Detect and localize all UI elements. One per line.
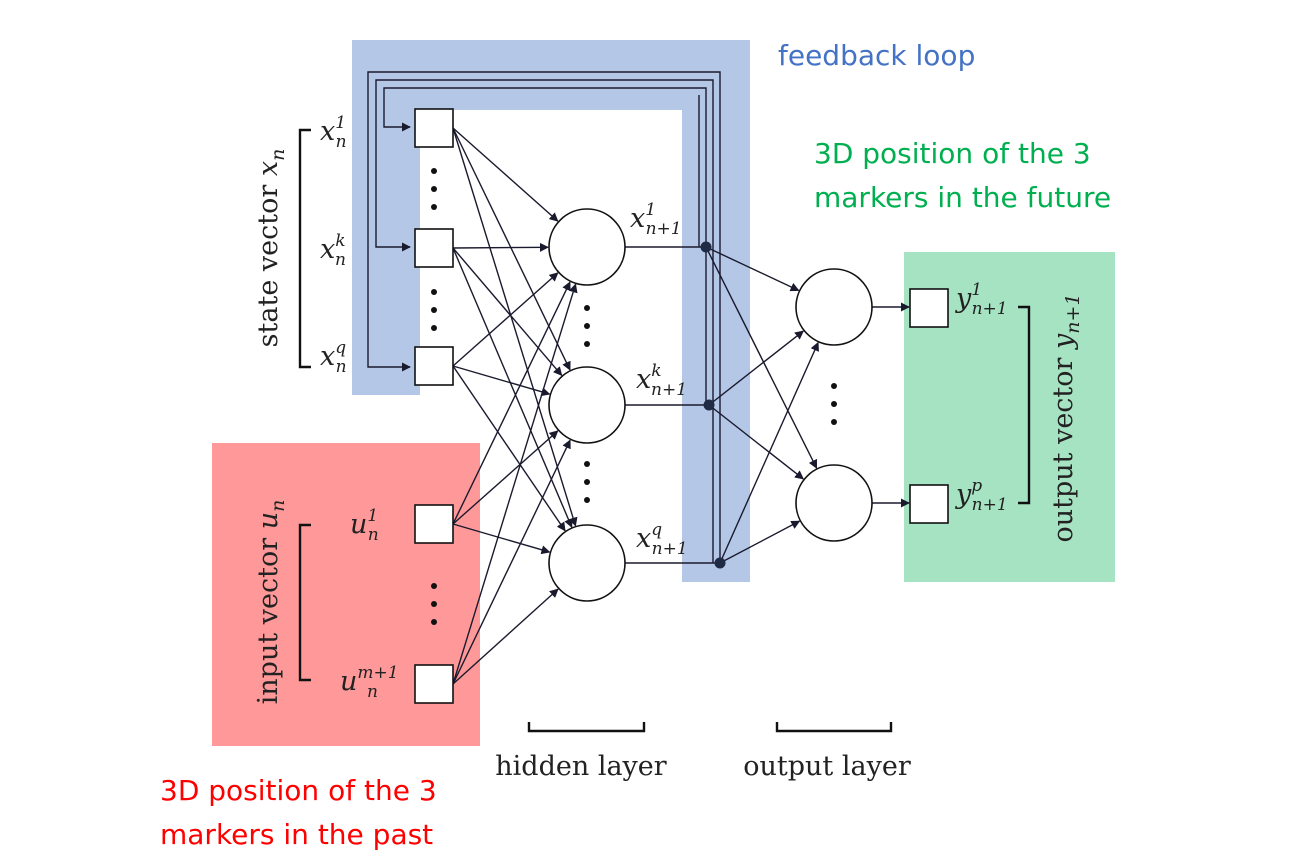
connection-arrow — [708, 330, 805, 406]
feedback-loop-annotation: feedback loop — [778, 39, 975, 72]
state-vector-label: state vector xn — [253, 149, 289, 348]
connection-arrow — [452, 281, 571, 525]
past-annotation-line-1: 3D position of the 3 — [160, 774, 437, 807]
output-arrows — [872, 302, 910, 508]
future-annotation-line-2: markers in the future — [814, 181, 1111, 214]
input-unit-1 — [414, 504, 454, 544]
hidden-output-wires — [625, 246, 720, 564]
connection-arrow — [452, 283, 578, 685]
hidden-neuron-k — [548, 366, 626, 444]
connection-arrow — [452, 247, 573, 528]
connection-arrow — [452, 588, 559, 685]
hidden-layer-neurons — [548, 208, 626, 602]
junction-dots — [700, 241, 726, 569]
brackets — [298, 128, 1031, 733]
output-vector-label: output vector yn+1 — [1048, 293, 1084, 542]
connection-arrow — [452, 127, 578, 527]
output-neuron-p — [795, 464, 873, 542]
hidden-layer-bracket — [527, 722, 646, 733]
feedback-wires — [367, 71, 721, 563]
state-input-units — [414, 108, 454, 704]
state-unit-1 — [414, 108, 454, 148]
junction-dot — [714, 557, 726, 569]
ellipsis-dots — [431, 168, 837, 625]
output-bracket — [1018, 305, 1031, 505]
connection-arrow — [452, 127, 559, 222]
junction-dot — [700, 241, 712, 253]
past-annotation-line-2: markers in the past — [160, 818, 433, 851]
connection-arrow — [452, 127, 571, 371]
connection-arrow — [708, 404, 805, 480]
output-layer-neurons — [795, 268, 873, 542]
connection-arrow — [705, 246, 818, 469]
connection-arrow — [452, 247, 563, 377]
connection-arrow — [452, 365, 551, 397]
output-layer-label: output layer — [743, 751, 911, 782]
hidden-neuron-q — [548, 524, 626, 602]
connection-arrow — [452, 523, 551, 555]
input-vector-label: input vector un — [253, 500, 289, 705]
output-unit-p — [909, 484, 949, 524]
state-unit-k — [414, 228, 454, 268]
output-layer-bracket — [775, 722, 893, 733]
state-unit-q — [414, 346, 454, 386]
connection-arrow — [705, 246, 800, 292]
connection-arrow — [452, 430, 559, 525]
connection-arrow — [452, 439, 571, 685]
output-neuron-1 — [795, 268, 873, 346]
connection-wires — [452, 127, 819, 685]
feedback-loop-region — [352, 40, 750, 582]
junction-dot — [703, 399, 715, 411]
connection-arrow — [719, 520, 801, 564]
connection-arrow — [719, 341, 819, 564]
connection-arrow — [452, 365, 566, 532]
connection-arrow — [452, 242, 549, 252]
output-unit-1 — [909, 288, 949, 328]
input-unit-m1 — [414, 664, 454, 704]
hidden-neuron-1 — [548, 208, 626, 286]
hidden-layer-label: hidden layer — [495, 751, 667, 782]
output-units — [909, 288, 949, 524]
future-annotation-line-1: 3D position of the 3 — [814, 137, 1091, 170]
connection-arrow — [452, 272, 559, 367]
state-bracket — [298, 128, 311, 369]
input-bracket — [298, 523, 311, 682]
